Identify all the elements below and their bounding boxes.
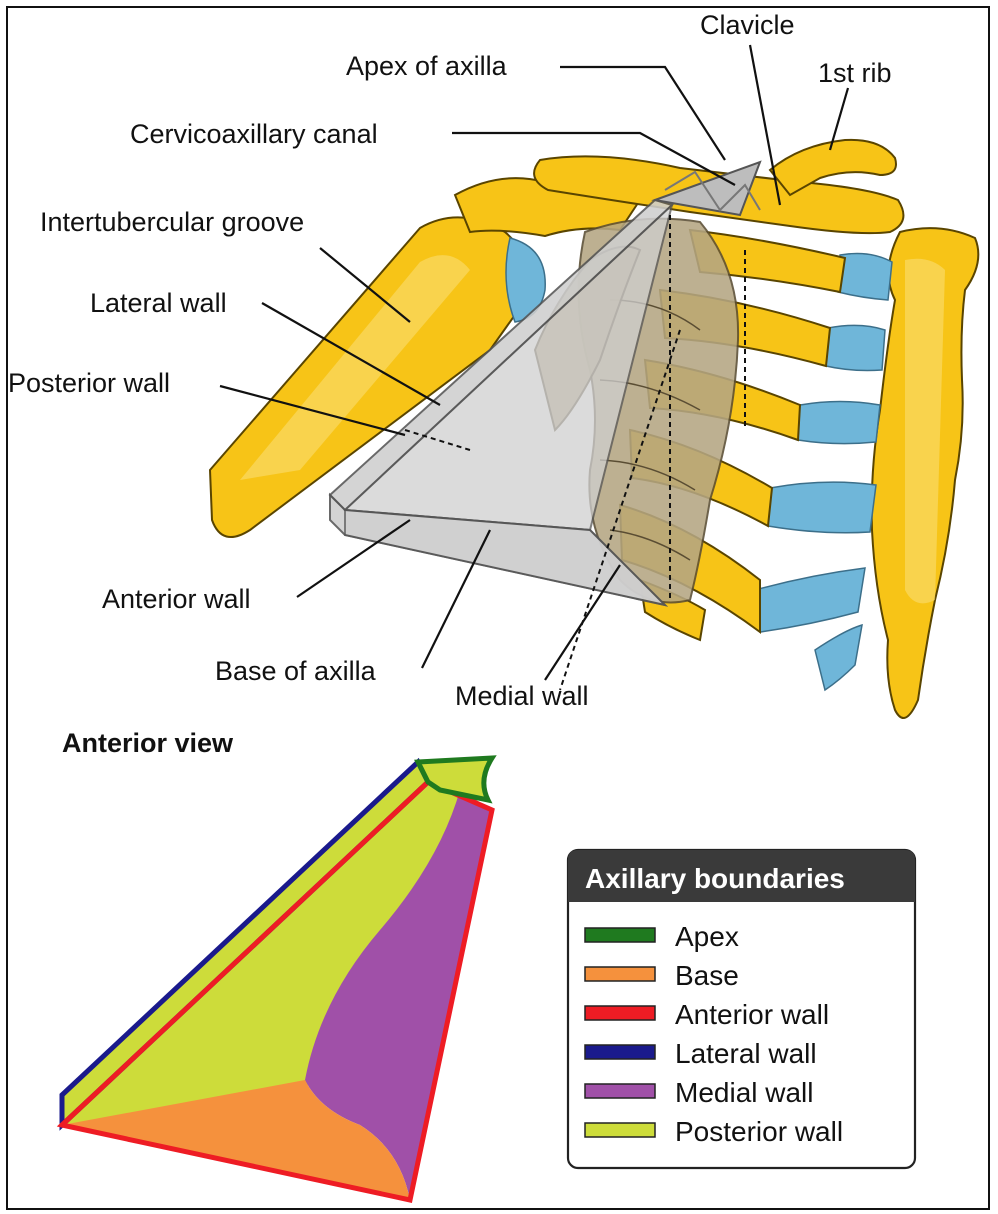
legend-title: Axillary boundaries	[585, 863, 845, 894]
label-posterior-wall: Posterior wall	[8, 368, 170, 398]
legend-label-4: Medial wall	[675, 1077, 814, 1108]
legend-label-5: Posterior wall	[675, 1116, 843, 1147]
legend-swatch-4	[585, 1084, 655, 1098]
legend-label-2: Anterior wall	[675, 999, 829, 1030]
anatomy-illustration	[210, 140, 978, 718]
anterior-view-title: Anterior view	[62, 728, 234, 758]
label-medial-wall: Medial wall	[455, 681, 589, 711]
anterior-view-pyramid	[62, 758, 492, 1200]
label-clavicle: Clavicle	[700, 10, 795, 40]
legend-swatch-0	[585, 928, 655, 942]
label-first-rib: 1st rib	[818, 58, 892, 88]
anatomy-labels: Clavicle 1st rib Apex of axilla Cervicoa…	[8, 10, 892, 758]
label-base-of-axilla: Base of axilla	[215, 656, 377, 686]
legend-label-1: Base	[675, 960, 739, 991]
legend-swatch-1	[585, 967, 655, 981]
legend-label-3: Lateral wall	[675, 1038, 817, 1069]
legend-label-0: Apex	[675, 921, 739, 952]
label-anterior-wall: Anterior wall	[102, 584, 251, 614]
legend-swatch-3	[585, 1045, 655, 1059]
label-intertubercular-groove: Intertubercular groove	[40, 207, 304, 237]
label-cervicoaxillary-canal: Cervicoaxillary canal	[130, 119, 378, 149]
label-apex-of-axilla: Apex of axilla	[346, 51, 508, 81]
legend-swatch-5	[585, 1123, 655, 1137]
label-lateral-wall: Lateral wall	[90, 288, 227, 318]
legend-swatch-2	[585, 1006, 655, 1020]
